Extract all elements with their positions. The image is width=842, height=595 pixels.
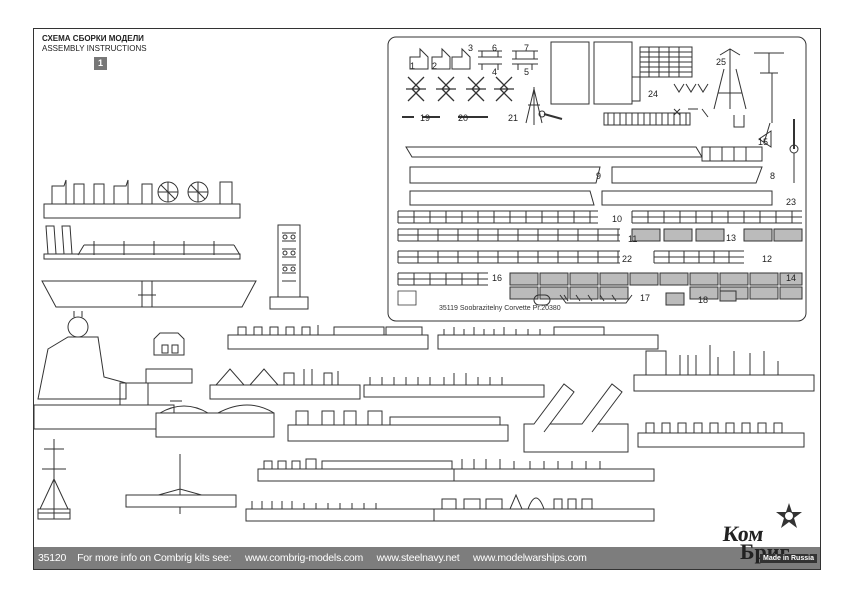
part-number-21: 21	[508, 113, 518, 123]
resin-parts-right	[209, 325, 815, 522]
footer-spacer	[69, 552, 74, 564]
footer-bar: 35120 For more info on Combrig kits see:…	[34, 547, 820, 569]
footer-link-steelnavy[interactable]: www.steelnavy.net	[376, 552, 460, 564]
step-number-badge: 1	[94, 57, 107, 70]
footer-spacer	[366, 552, 374, 564]
photo-etch-caption: 35119 Soobrazitelny Corvette Pr.20380	[439, 305, 561, 312]
part-number-20: 20	[458, 113, 468, 123]
etch-railings	[397, 210, 802, 286]
part-number-22: 22	[622, 254, 632, 264]
part-number-19: 19	[420, 113, 430, 123]
instruction-sheet: СХЕМА СБОРКИ МОДЕЛИ ASSEMBLY INSTRUCTION…	[33, 28, 821, 570]
part-number-8: 8	[770, 171, 775, 181]
etch-part-numbers: 1 2 3 4 5 6 7 8 9 10 11 12 13 14 15 16 1…	[410, 43, 796, 305]
etch-parts-4-7	[478, 50, 538, 70]
etch-grilles	[509, 228, 803, 306]
footer-link-modelwarships[interactable]: www.modelwarships.com	[473, 552, 587, 564]
part-number-23: 23	[786, 197, 796, 207]
part-number-18: 18	[698, 295, 708, 305]
part-number-3: 3	[468, 43, 473, 53]
part-number-2: 2	[432, 61, 437, 71]
title-russian: СХЕМА СБОРКИ МОДЕЛИ	[42, 34, 144, 43]
assembly-drawing: 1 2 3 4 5 6 7 8 9 10 11 12 13 14 15 16 1…	[34, 36, 815, 522]
part-number-16: 16	[492, 273, 502, 283]
etch-parts-1-3	[409, 47, 471, 70]
title-english: ASSEMBLY INSTRUCTIONS	[42, 44, 147, 53]
resin-parts-left	[34, 179, 309, 520]
etch-doors	[550, 41, 641, 105]
part-number-10: 10	[612, 214, 622, 224]
footer-spacer	[234, 552, 242, 564]
footer-spacer	[462, 552, 470, 564]
part-number-25: 25	[716, 57, 726, 67]
part-number-15: 15	[758, 137, 768, 147]
made-in-russia-label: Made in Russia	[760, 554, 817, 563]
part-number-4: 4	[492, 67, 497, 77]
part-number-7: 7	[524, 43, 529, 53]
part-number-9: 9	[596, 171, 601, 181]
part-number-24: 24	[648, 89, 658, 99]
part-number-13: 13	[726, 233, 736, 243]
part-number-12: 12	[762, 254, 772, 264]
photo-etch-fret: 1 2 3 4 5 6 7 8 9 10 11 12 13 14 15 16 1…	[387, 36, 807, 322]
etch-x-frames	[406, 76, 514, 102]
part-number-5: 5	[524, 67, 529, 77]
footer-info-text: For more info on Combrig kits see:	[77, 552, 232, 564]
part-number-1: 1	[410, 61, 415, 71]
part-number-11: 11	[628, 234, 637, 244]
footer-link-combrig[interactable]: www.combrig-models.com	[244, 552, 364, 564]
kit-number: 35120	[38, 552, 67, 564]
part-number-14: 14	[786, 273, 796, 283]
star-anchor-icon	[776, 503, 802, 528]
part-number-17: 17	[640, 293, 650, 303]
part-number-6: 6	[492, 43, 497, 53]
